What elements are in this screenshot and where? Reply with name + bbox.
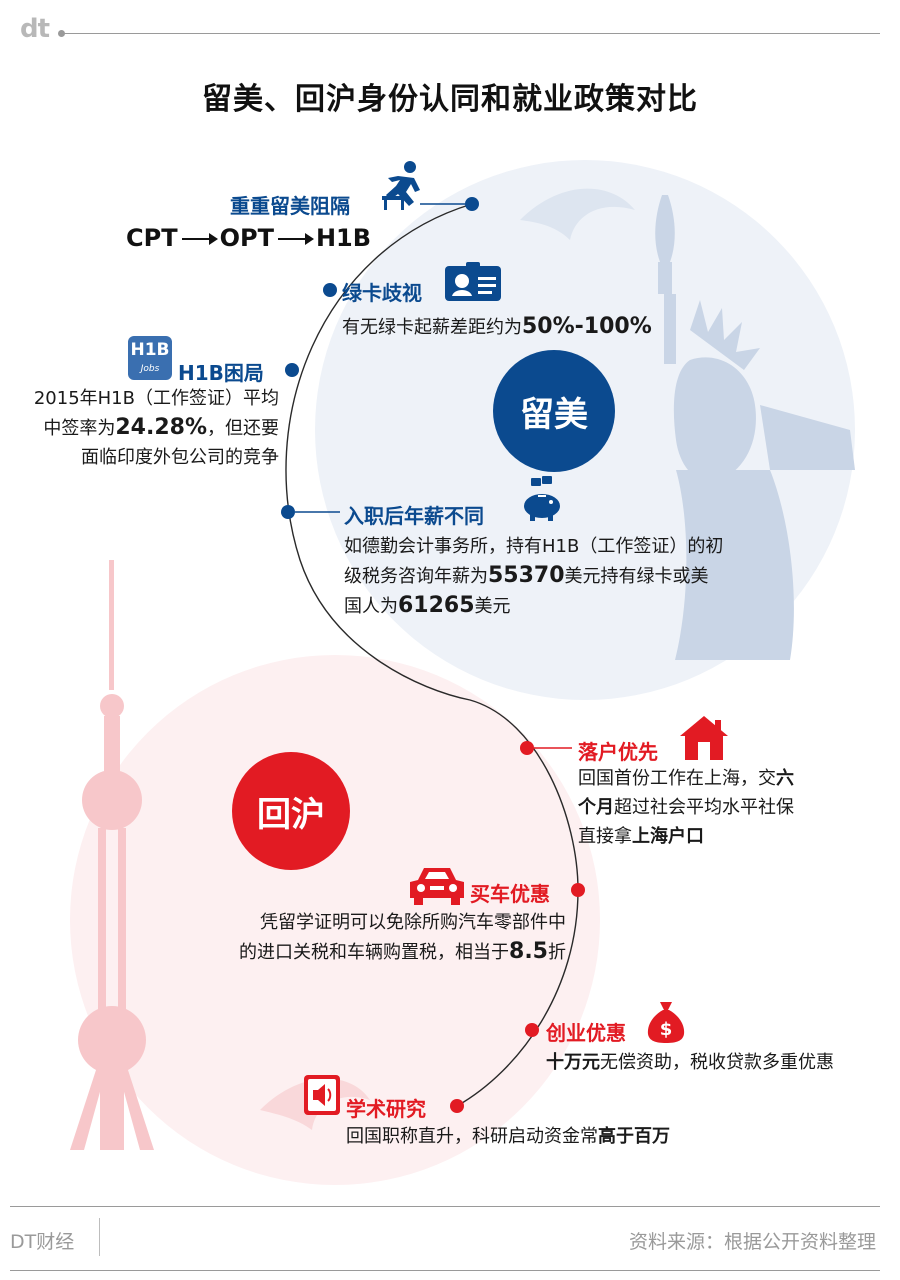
salary-line3-post: 美元	[474, 596, 511, 617]
sh-label-circle: 回沪	[232, 752, 350, 870]
startup-line1-post: 无偿资助，税收贷款多重优惠	[600, 1052, 834, 1073]
sh-startup-title: 创业优惠	[546, 1021, 626, 1045]
us-salary-title: 入职后年薪不同	[344, 504, 484, 528]
car-line2-post: 折	[548, 942, 566, 963]
oriental-pearl-tower-icon	[70, 560, 154, 1150]
startup-line1-bold: 十万元	[546, 1052, 600, 1073]
car-line2-bold: 8.5	[509, 939, 548, 964]
sh-research-text: 回国职称直升，科研启动资金常高于百万	[346, 1122, 670, 1151]
footer-rule-bottom	[10, 1270, 880, 1271]
footer-separator	[99, 1218, 100, 1256]
h1b-line1: 2015年H1B（工作签证）平均	[33, 388, 279, 409]
h1b-line2-post: ，但还要	[207, 418, 279, 439]
us-h1b-title: H1B困局	[178, 361, 264, 385]
flow-arrow-2	[277, 233, 314, 245]
piggy-bank-icon	[524, 476, 560, 521]
car-line2-pre: 的进口关税和车辆购置税，相当于	[239, 942, 510, 963]
header-rule	[62, 33, 880, 34]
flow-opt: OPT	[219, 224, 274, 252]
us-label: 留美	[520, 394, 588, 435]
node-salary	[281, 505, 295, 519]
node-hukou	[520, 741, 534, 755]
h1b-badge-text: H1B	[130, 340, 170, 360]
hukou-line1-pre: 回国首份工作在上海，交	[578, 768, 776, 789]
us-h1b-text: 2015年H1B（工作签证）平均 中签率为24.28%，但还要 面临印度外包公司…	[34, 384, 279, 472]
salary-line2-pre: 级税务咨询年薪为	[344, 566, 488, 587]
node-greencard	[323, 283, 337, 297]
page-title: 留美、回沪身份认同和就业政策对比	[202, 82, 698, 117]
sh-startup-text: 十万元无偿资助，税收贷款多重优惠	[546, 1048, 834, 1077]
us-hurdles-title: 重重留美阻隔	[230, 194, 350, 218]
hukou-line3-bold: 上海户口	[632, 826, 704, 847]
h1b-badge-sub: Jobs	[140, 364, 160, 374]
footer-rule-top	[10, 1206, 880, 1207]
flow-cpt: CPT	[126, 224, 178, 252]
svg-text:$: $	[660, 1019, 673, 1040]
money-bag-icon: $	[647, 1002, 685, 1043]
speaker-icon	[304, 1075, 340, 1115]
sh-label: 回沪	[257, 794, 325, 835]
hukou-line1-bold: 六	[776, 768, 794, 789]
sh-hukou-title: 落户优先	[578, 740, 658, 764]
car-icon	[410, 868, 464, 905]
salary-line3-bold: 61265	[398, 593, 475, 618]
visa-flow: CPT OPT H1B	[126, 224, 371, 252]
us-greencard-text: 有无绿卡起薪差距约为50%-100%	[342, 312, 652, 342]
dt-logo: dt	[20, 14, 50, 44]
house-icon	[680, 716, 728, 760]
node-research	[450, 1099, 464, 1113]
flow-h1b: H1B	[315, 224, 372, 252]
h1b-badge-icon: H1B Jobs	[128, 336, 172, 380]
car-line1: 凭留学证明可以免除所购汽车零部件中	[260, 912, 566, 933]
footer-source: 资料来源：根据公开资料整理	[628, 1231, 876, 1253]
node-h1b	[285, 363, 299, 377]
h1b-line2-bold: 24.28%	[115, 415, 207, 440]
flow-arrow-1	[181, 233, 218, 245]
hurdle-runner-icon	[382, 161, 420, 210]
research-line1-pre: 回国职称直升，科研启动资金常	[346, 1126, 598, 1147]
h1b-line2-pre: 中签率为	[43, 418, 116, 439]
sh-car-title: 买车优惠	[470, 882, 550, 906]
node-hurdles	[465, 197, 479, 211]
salary-line2-post: 美元持有绿卡或美	[564, 566, 709, 587]
node-startup	[525, 1023, 539, 1037]
hukou-line2-bold: 个月	[578, 797, 614, 818]
us-salary-text: 如德勤会计事务所，持有H1B（工作签证）的初 级税务咨询年薪为55370美元持有…	[344, 532, 723, 621]
id-card-icon	[445, 262, 501, 301]
footer-brand: DT财经	[10, 1231, 75, 1253]
header-dot	[58, 30, 65, 37]
us-greencard-title: 绿卡歧视	[342, 281, 422, 305]
sh-research-title: 学术研究	[346, 1097, 426, 1121]
greencard-text-bold: 50%-100%	[522, 314, 652, 339]
node-car	[571, 883, 585, 897]
salary-line2-bold: 55370	[488, 563, 565, 588]
sh-background-circle	[70, 655, 600, 1185]
statue-of-liberty-icon	[655, 195, 855, 660]
salary-line3-pre: 国人为	[344, 596, 398, 617]
greencard-text-pre: 有无绿卡起薪差距约为	[342, 317, 522, 338]
sh-hukou-text: 回国首份工作在上海，交六 个月超过社会平均水平社保 直接拿上海户口	[578, 764, 794, 851]
research-line1-bold: 高于百万	[598, 1126, 670, 1147]
salary-line1: 如德勤会计事务所，持有H1B（工作签证）的初	[344, 536, 724, 557]
h1b-line3: 面临印度外包公司的竞争	[81, 447, 279, 468]
us-label-circle: 留美	[493, 350, 615, 472]
hukou-line3-pre: 直接拿	[578, 826, 632, 847]
sh-car-text: 凭留学证明可以免除所购汽车零部件中 的进口关税和车辆购置税，相当于8.5折	[239, 908, 566, 967]
hukou-line2-post: 超过社会平均水平社保	[614, 797, 794, 818]
